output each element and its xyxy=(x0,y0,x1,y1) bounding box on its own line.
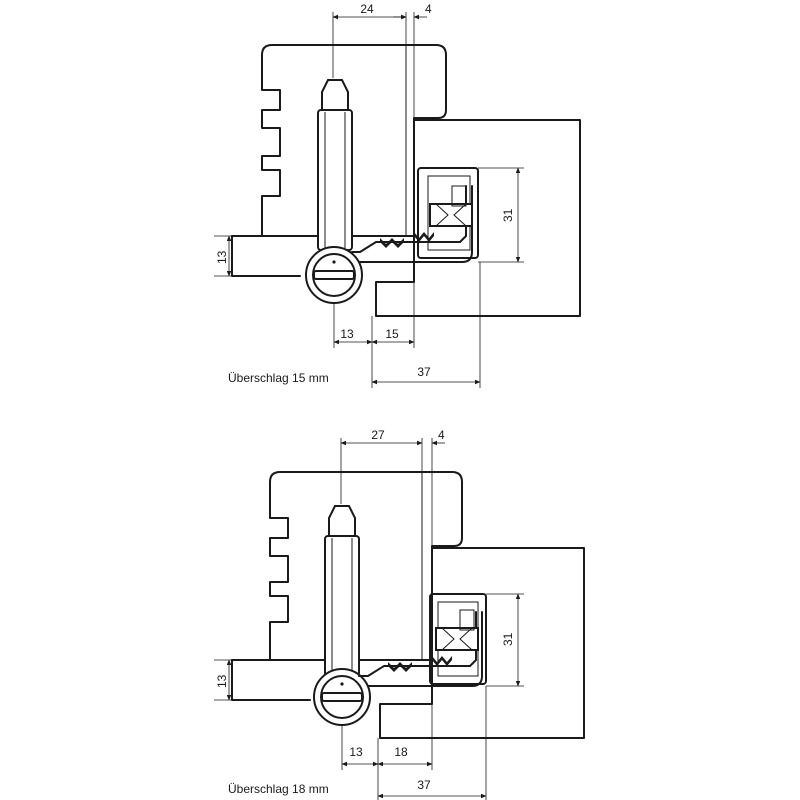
sash-profile xyxy=(231,44,447,237)
dim-left: 13 xyxy=(215,250,229,264)
hinge-arm-inner xyxy=(359,185,473,263)
dim-right: 31 xyxy=(501,632,515,646)
sash-profile xyxy=(231,471,463,661)
hinge-drawing-15mm: 24 4 31 13 13 15 37 Überschlag 15 mm xyxy=(214,2,581,388)
hinge-pin xyxy=(328,505,356,537)
hinge-barrel xyxy=(324,535,360,677)
gasket-seal xyxy=(380,238,404,248)
adjust-screw xyxy=(435,627,479,651)
dim-top-small: 4 xyxy=(438,428,445,442)
dim-bottom-a: 13 xyxy=(340,327,354,341)
dim-bottom-b: 15 xyxy=(385,327,399,341)
sill-plate xyxy=(231,659,311,701)
caption: Überschlag 15 mm xyxy=(228,371,329,385)
frame-fitting xyxy=(429,593,487,685)
screw-slot xyxy=(321,692,363,702)
dim-top-main: 24 xyxy=(360,2,374,16)
adjust-screw-marks xyxy=(435,203,467,227)
caption: Überschlag 18 mm xyxy=(228,782,329,796)
frame-fitting xyxy=(417,167,479,259)
hinge-drawing-18mm: 27 4 31 13 13 18 37 Überschlag 18 mm xyxy=(214,428,585,800)
dim-bottom-total: 37 xyxy=(417,365,431,379)
dim-top-main: 27 xyxy=(371,428,385,442)
dim-bottom-total: 37 xyxy=(417,778,431,792)
dim-left: 13 xyxy=(215,674,229,688)
hinge-barrel xyxy=(317,109,353,251)
hinge-pin xyxy=(321,79,349,111)
fitting-tab xyxy=(451,185,467,207)
center-mark xyxy=(332,260,336,264)
hinge-arm xyxy=(358,611,477,677)
adjust-screw-marks xyxy=(441,627,473,651)
dim-top-small: 4 xyxy=(425,2,432,16)
gasket-seal-2 xyxy=(432,656,452,666)
gasket-seal xyxy=(388,662,412,672)
screw-slot xyxy=(313,270,355,280)
dim-right: 31 xyxy=(501,208,515,222)
dim-bottom-b: 18 xyxy=(394,745,408,759)
center-mark xyxy=(340,682,344,686)
sill-plate xyxy=(231,235,301,277)
adjust-screw xyxy=(429,203,473,227)
dim-bottom-a: 13 xyxy=(349,745,363,759)
fitting-tab xyxy=(459,609,475,631)
